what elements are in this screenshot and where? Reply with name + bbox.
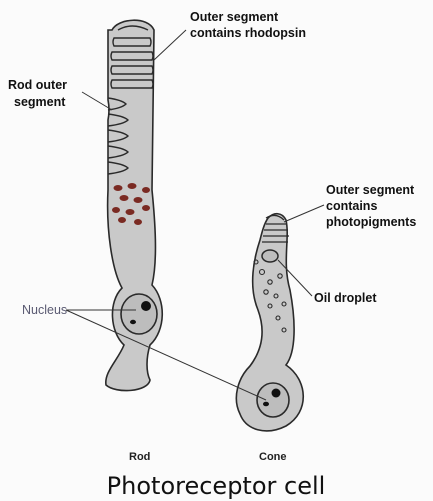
leader-photopigments <box>284 205 324 222</box>
rod-cell <box>106 20 162 390</box>
label-oil-droplet: Oil droplet <box>314 291 377 305</box>
label-rod-outer-segment-1: Rod outer <box>8 78 67 92</box>
rod-outline <box>106 20 162 390</box>
label-cone: Cone <box>259 451 287 463</box>
cone-cell <box>236 214 303 431</box>
label-outer-segment-photo-2: contains <box>326 199 377 213</box>
rod-nucleus <box>121 294 157 334</box>
labels: Outer segment contains rhodopsin Rod out… <box>8 10 416 500</box>
leader-rhodopsin <box>154 30 186 60</box>
cone-nucleus <box>257 383 289 417</box>
label-outer-segment-photo-3: photopigments <box>326 215 416 229</box>
caption-title: Photoreceptor cell <box>107 472 326 500</box>
label-rod-outer-segment-2: segment <box>14 95 66 109</box>
label-nucleus: Nucleus <box>22 303 67 317</box>
label-outer-segment-photo-1: Outer segment <box>326 183 415 197</box>
label-outer-segment-rhodopsin-1: Outer segment <box>190 10 279 24</box>
label-rod: Rod <box>129 451 150 463</box>
label-outer-segment-rhodopsin-2: contains rhodopsin <box>190 26 306 40</box>
oil-droplet <box>262 250 278 262</box>
leader-nucleus-cone <box>66 310 266 400</box>
